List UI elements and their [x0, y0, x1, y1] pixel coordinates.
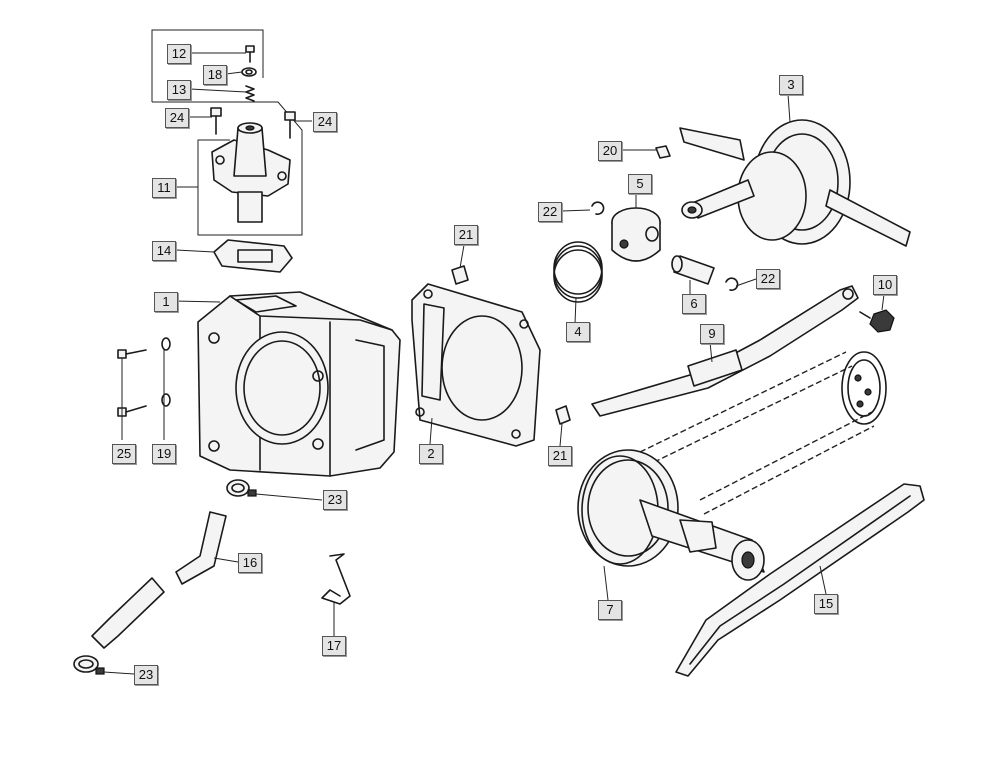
part-23-clamp-bottom [73, 655, 105, 675]
part-9-chain-guide [591, 285, 859, 417]
timing-chain [639, 351, 887, 515]
part-23-clamp-top [226, 479, 257, 497]
callout-4: 4 [566, 322, 590, 342]
tensioner-group-frame [151, 29, 303, 236]
callout-12: 12 [167, 44, 191, 64]
callout-6: 6 [682, 294, 706, 314]
callout-24-right: 24 [313, 112, 337, 132]
part-10-bolt [859, 309, 895, 333]
callout-23-bottom: 23 [134, 665, 158, 685]
callout-13: 13 [167, 80, 191, 100]
callout-25: 25 [112, 444, 136, 464]
part-21-dowel-top [451, 265, 469, 285]
leader-lines [103, 52, 885, 675]
part-1-cylinder [197, 291, 401, 477]
part-3-crankshaft [679, 119, 911, 247]
callout-11: 11 [152, 178, 176, 198]
callout-19: 19 [152, 444, 176, 464]
callout-22-bottom: 22 [756, 269, 780, 289]
part-2-cylinder-gasket [411, 283, 541, 447]
callout-20: 20 [598, 141, 622, 161]
part-14-gasket [213, 239, 293, 273]
part-19-washers [161, 337, 171, 440]
part-24-bolt-right [284, 111, 296, 139]
part-12-bolt [245, 45, 255, 63]
part-25-bolts [117, 349, 147, 440]
callout-5: 5 [628, 174, 652, 194]
part-22-clip-bottom [725, 277, 739, 291]
callout-23-top: 23 [323, 490, 347, 510]
callout-21-top: 21 [454, 225, 478, 245]
callout-1: 1 [154, 292, 178, 312]
part-24-bolt-left [210, 107, 222, 135]
part-17-clip [321, 553, 351, 605]
callout-18: 18 [203, 65, 227, 85]
callout-7: 7 [598, 600, 622, 620]
callout-21-bottom: 21 [548, 446, 572, 466]
part-7-camshaft-sprocket [577, 449, 765, 581]
part-11-tensioner [211, 122, 291, 223]
callout-16: 16 [238, 553, 262, 573]
callout-14: 14 [152, 241, 176, 261]
callout-9: 9 [700, 324, 724, 344]
callout-17: 17 [322, 636, 346, 656]
callout-15: 15 [814, 594, 838, 614]
part-6-piston-pin [671, 255, 715, 285]
callout-2: 2 [419, 444, 443, 464]
part-21-dowel-bottom [555, 405, 571, 425]
callout-24-left: 24 [165, 108, 189, 128]
callout-10: 10 [873, 275, 897, 295]
callout-22-top: 22 [538, 202, 562, 222]
part-5-piston [611, 207, 661, 262]
part-15-chain-guide [675, 483, 925, 677]
part-4-piston-rings [553, 241, 603, 303]
callout-3: 3 [779, 75, 803, 95]
part-18-washer [241, 67, 257, 77]
part-13-spring [245, 85, 255, 102]
part-16-hose [91, 511, 227, 649]
part-22-clip-top [591, 201, 605, 215]
part-20-key [655, 145, 671, 159]
